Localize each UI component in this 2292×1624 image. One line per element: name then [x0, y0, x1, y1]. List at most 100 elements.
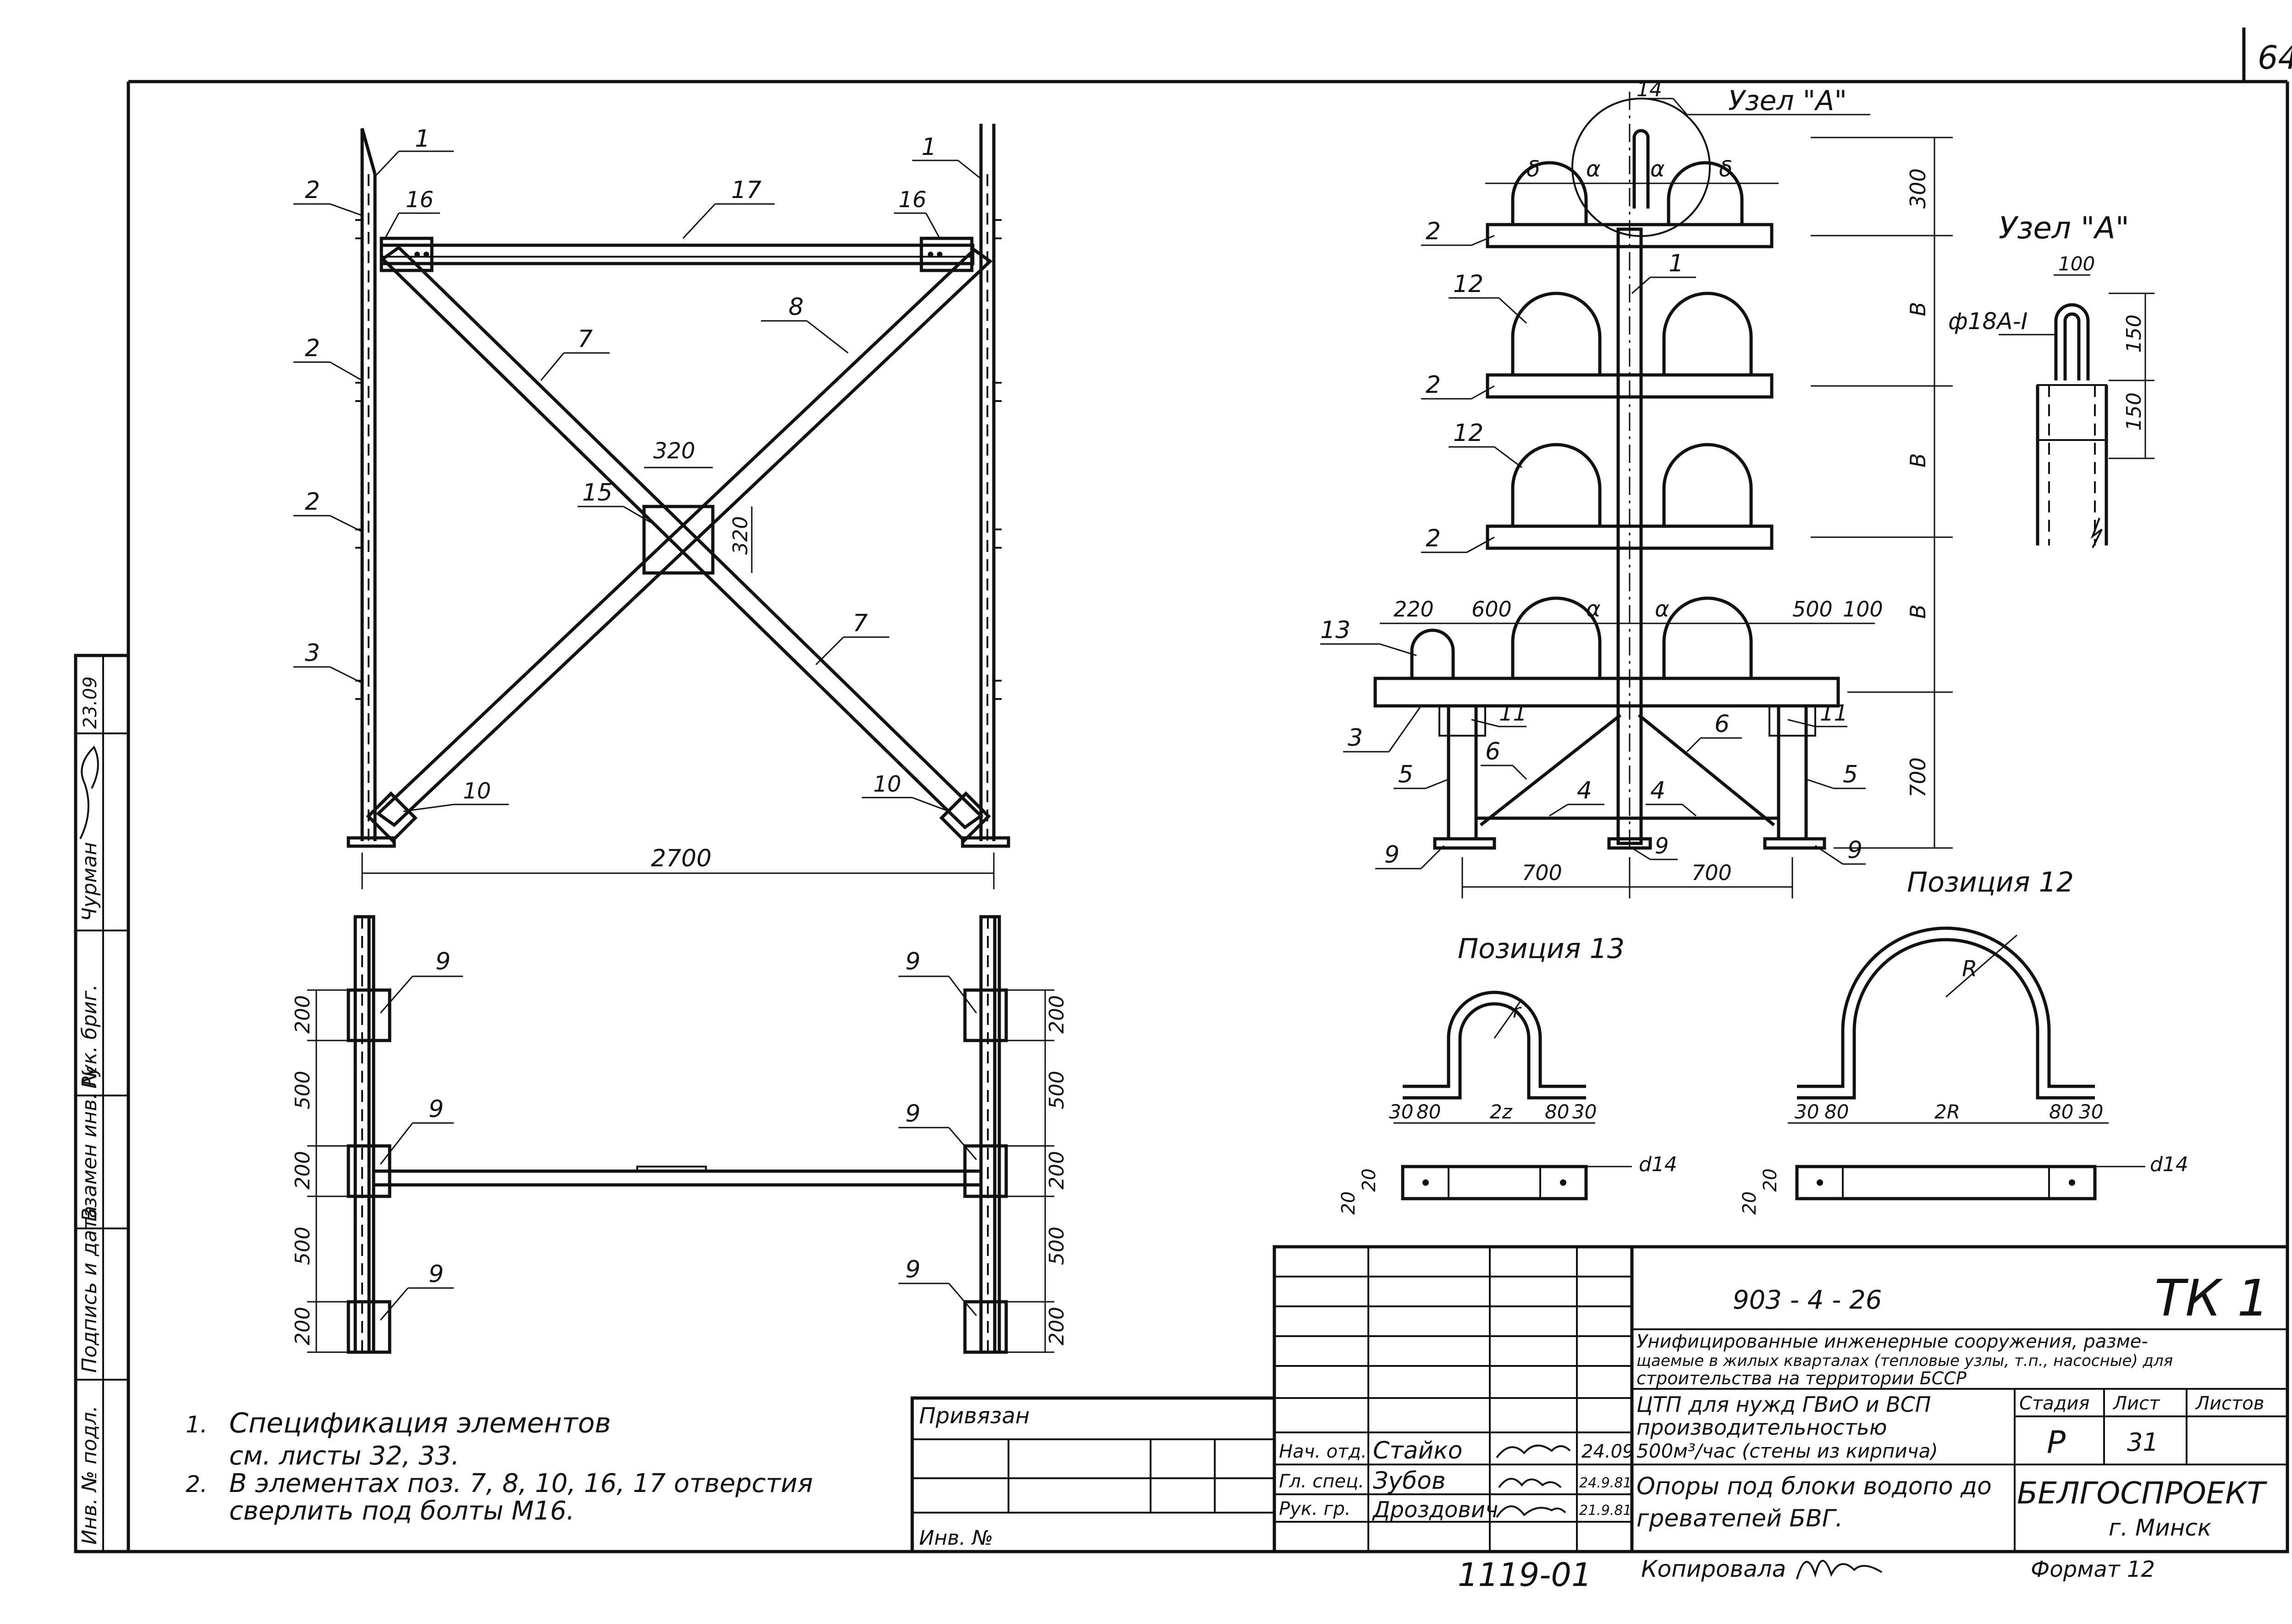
- se-dim-b-top-2: δ: [1719, 156, 1732, 182]
- note-2-line2: сверлить под болты М16.: [229, 1496, 574, 1526]
- pos13-d14: d14: [1639, 1153, 1677, 1176]
- tb-project-3: строительства на территории БССР: [1636, 1368, 1967, 1388]
- se-callout-5-1: 5: [1398, 761, 1413, 788]
- fe-callout-17: 17: [731, 176, 761, 204]
- note-2-num: 2.: [186, 1471, 208, 1497]
- node-dim-100: 100: [2058, 253, 2095, 275]
- fe-callout-16-left: 16: [406, 187, 434, 213]
- fe-callout-1-right: 1: [921, 133, 937, 161]
- stamp-vzam: Взамен инв. №: [78, 1065, 101, 1222]
- tb-desc-1: ЦТП для нужд ГВиО и ВСП: [1636, 1392, 1931, 1417]
- title-block: Привязан Инв. № 903 - 4 - 26 ТК 1 Унифиц…: [910, 1245, 2289, 1594]
- fe-callout-1-left: 1: [415, 125, 430, 153]
- se-callout-11-1: 11: [1499, 700, 1527, 726]
- se-callout-6-1: 6: [1485, 738, 1500, 765]
- se-node-a-label: Узел "A": [1728, 85, 1847, 117]
- stamp-sign: Подпись и дата: [78, 1206, 101, 1373]
- tb-doc-code: 903 - 4 - 26: [1733, 1285, 1882, 1315]
- pos13-dim-80-2: 80: [1545, 1101, 1569, 1123]
- plan-dim-500-1: 500: [291, 1071, 314, 1109]
- plan-callout-9-3: 9: [429, 1261, 444, 1288]
- tb-r1-role: Нач. отд.: [1279, 1441, 1367, 1462]
- tb-drawing-2: греватепей БВГ.: [1636, 1505, 1843, 1532]
- tb-format: Формат 12: [2031, 1557, 2155, 1582]
- plan-dim-500-2: 500: [291, 1227, 314, 1265]
- fe-callout-2-a: 2: [305, 176, 320, 204]
- tb-sheet-code: ТК 1: [2154, 1269, 2269, 1327]
- se-callout-11-2: 11: [1820, 700, 1848, 726]
- se-callout-14: 14: [1636, 78, 1662, 101]
- tb-bottom-code: 1119-01: [1458, 1556, 1592, 1594]
- stamp-signature: [79, 745, 99, 839]
- se-callout-1: 1: [1669, 250, 1684, 277]
- se-dim-700-h2: 700: [1691, 860, 1732, 885]
- se-dim-700-h1: 700: [1522, 860, 1562, 885]
- tb-inv-no: Инв. №: [919, 1526, 993, 1550]
- plan-dim-500-3: 500: [1045, 1071, 1069, 1109]
- stamp-inv: Инв. № подл.: [78, 1405, 101, 1545]
- tb-sheets-header: Листов: [2195, 1393, 2264, 1414]
- se-dim-b-2: B: [1906, 453, 1930, 468]
- fe-callout-8: 8: [788, 293, 804, 321]
- signature-1: [1496, 1444, 1571, 1459]
- tb-sheet-value: 31: [2127, 1428, 2159, 1457]
- se-callout-4-2: 4: [1650, 777, 1665, 804]
- tb-r2-role: Гл. спец.: [1279, 1471, 1364, 1492]
- se-callout-9-2: 9: [1655, 833, 1669, 859]
- pos12-dim-20-2: 20: [1760, 1168, 1781, 1192]
- fe-callout-10-right: 10: [873, 771, 901, 797]
- tb-copied: Копировала: [1641, 1556, 1786, 1582]
- tb-desc-3: 500м³/час (стены из кирпича): [1636, 1440, 1938, 1462]
- pos12-dim-2R: 2R: [1934, 1101, 1960, 1123]
- se-dim-a-bot-1: α: [1586, 596, 1601, 622]
- pos13-dim-20-1: 20: [1338, 1191, 1359, 1215]
- tb-desc-2: производительностью: [1636, 1415, 1887, 1440]
- se-dim-b-3: B: [1906, 604, 1930, 619]
- pos13-dim-20-2: 20: [1359, 1168, 1380, 1192]
- position-12: Позиция 12 R 30 80 2R 80 30 d14 20 20: [1739, 866, 2188, 1215]
- plan-dim-200-1: 200: [291, 995, 314, 1034]
- plan-callout-9-1: 9: [435, 948, 451, 975]
- pos12-title: Позиция 12: [1907, 866, 2074, 898]
- se-callout-9-1: 9: [1384, 841, 1399, 869]
- pos13-dim-80-1: 80: [1416, 1101, 1441, 1123]
- se-callout-3: 3: [1348, 724, 1363, 752]
- dim-320-v: 320: [729, 516, 752, 555]
- se-callout-2-2: 2: [1426, 371, 1441, 399]
- node-dim-150-1: 150: [2122, 314, 2146, 353]
- fe-callout-7-top: 7: [578, 325, 593, 353]
- pos13-dim-30-2: 30: [1572, 1101, 1597, 1123]
- se-callout-5-2: 5: [1843, 761, 1858, 788]
- plan-callout-9-2: 9: [429, 1096, 444, 1123]
- node-rebar-label: ф18A-I: [1948, 308, 2028, 335]
- tb-stage-value: Р: [2047, 1425, 2066, 1461]
- se-dim-a-bot-2: α: [1655, 596, 1669, 622]
- se-dim-b-top-1: δ: [1526, 156, 1540, 182]
- dim-320-h: 320: [653, 438, 695, 464]
- pos13-title: Позиция 13: [1458, 933, 1625, 965]
- plan-dim-500-4: 500: [1045, 1227, 1069, 1265]
- corner-number: 64: [2258, 39, 2292, 77]
- dim-2700: 2700: [651, 845, 711, 872]
- fe-callout-2-b: 2: [305, 335, 320, 362]
- tb-r2-date: 24.9.81: [1579, 1475, 1632, 1491]
- pos13-dim-2z: 2z: [1490, 1101, 1513, 1123]
- side-elevation: 14 Узел "A": [1320, 78, 1953, 898]
- plan-callout-9-5: 9: [905, 1100, 920, 1128]
- tb-r1-date: 24.09: [1581, 1441, 1634, 1462]
- se-callout-12-1: 12: [1453, 270, 1483, 298]
- note-1-line1: Спецификация элементов: [229, 1407, 611, 1439]
- se-callout-6-2: 6: [1714, 710, 1730, 738]
- plan-view: 200 500 200 500 200 200 500 200 500 200 …: [291, 915, 1069, 1354]
- pos12-R: R: [1962, 956, 1977, 982]
- pos13-r: r: [1513, 1000, 1522, 1022]
- stamp-date: 23.09: [80, 676, 101, 729]
- tb-drawing-1: Опоры под блоки водопо до: [1636, 1473, 1992, 1500]
- front-elevation: 2700 320 320 1 2 16 17 16 1 2: [293, 124, 1010, 889]
- fe-callout-10-left: 10: [463, 778, 491, 804]
- stamp-ruk: Рук. бриг.: [78, 984, 101, 1089]
- note-1-num: 1.: [186, 1411, 208, 1438]
- signature-3: [1496, 1505, 1566, 1518]
- tb-stage-header: Стадия: [2019, 1393, 2089, 1414]
- tb-r2-name: Зубов: [1373, 1467, 1446, 1495]
